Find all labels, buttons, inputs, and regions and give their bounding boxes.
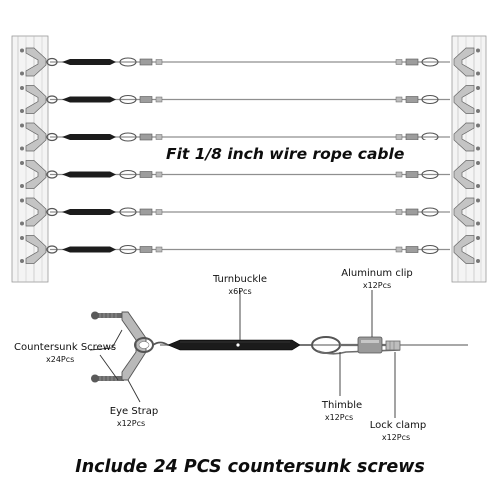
aluminum-clip-qty: x12Pcs xyxy=(363,281,391,290)
countersunk-screws-label: Countersunk Screws xyxy=(14,342,116,353)
cable-run xyxy=(20,235,480,264)
headline-backing xyxy=(160,140,438,166)
cable-run xyxy=(20,47,480,77)
turnbuckle-qty: x6Pcs xyxy=(228,287,251,296)
lock-clamp-label: Lock clamp xyxy=(370,420,426,431)
eye-strap-qty: x12Pcs xyxy=(117,419,145,428)
lock-clamp-part xyxy=(385,340,401,351)
turnbuckle-label: Turnbuckle xyxy=(212,274,267,285)
parts-diagram xyxy=(89,290,468,418)
eye-strap-label: Eye Strap xyxy=(110,406,158,417)
cable-run xyxy=(20,197,480,227)
lock-clamp-qty: x12Pcs xyxy=(382,433,410,442)
aluminum-clip-part xyxy=(357,336,383,354)
countersunk-screw-top xyxy=(91,311,124,320)
turnbuckle-hook xyxy=(152,341,169,346)
cable-run xyxy=(20,160,480,189)
railing-installation xyxy=(11,35,487,283)
eye-strap xyxy=(121,311,154,381)
aluminum-clip-label: Aluminum clip xyxy=(341,268,412,279)
cable-run xyxy=(20,85,480,114)
countersunk-screws-qty: x24Pcs xyxy=(46,355,74,364)
cable-runs xyxy=(20,47,480,264)
footer-caption: Include 24 PCS countersunk screws xyxy=(75,457,425,477)
thimble-label: Thimble xyxy=(321,400,362,411)
callout-lines xyxy=(89,290,396,418)
headline: Fit 1/8 inch wire rope cable xyxy=(166,145,404,163)
thimble-qty: x12Pcs xyxy=(325,413,353,422)
countersunk-screw-bottom xyxy=(91,374,124,383)
turnbuckle xyxy=(167,339,301,351)
